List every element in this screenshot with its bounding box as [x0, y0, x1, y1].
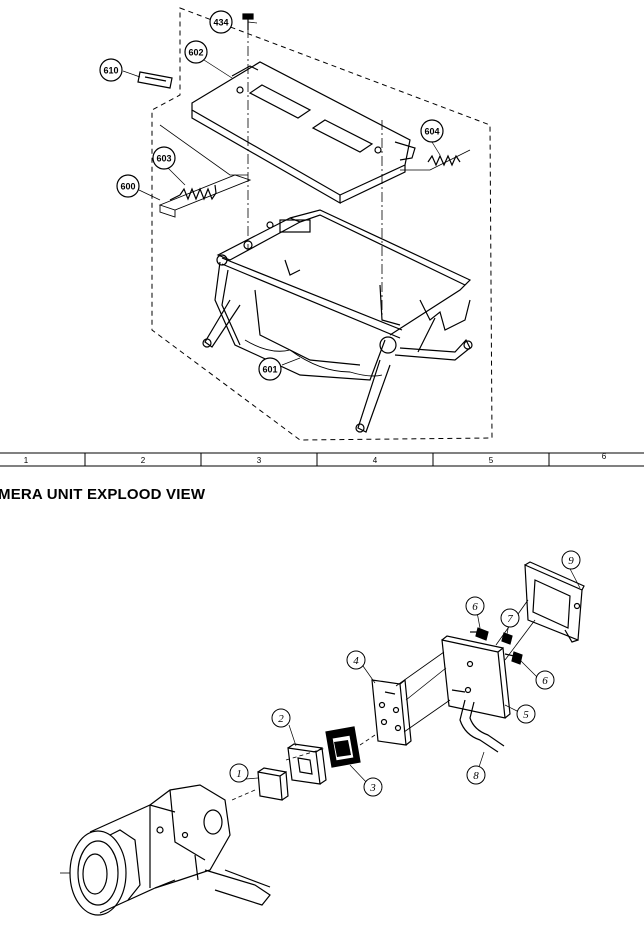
guide-line: [159, 124, 248, 176]
spring-604: [427, 154, 461, 167]
callout-434-label: 434: [213, 18, 228, 28]
callout-4-label: 4: [353, 655, 359, 667]
screw-6-lower: [504, 651, 523, 665]
column-label-3: 3: [257, 456, 262, 465]
lower-callouts: 1 2 3 4 5 6 6 7: [229, 550, 581, 797]
part-9-bracket: [524, 561, 585, 643]
callout-603: 603: [152, 146, 176, 170]
part-3-ccd: [325, 726, 361, 768]
part-4-plate: [371, 678, 412, 746]
part-8-ribbon: [459, 699, 505, 753]
callout-601: 601: [258, 357, 282, 381]
column-label-6: 6: [602, 452, 607, 461]
callout-604-label: 604: [424, 127, 439, 137]
callout-6-lower: 6: [535, 670, 555, 690]
callout-3-label: 3: [369, 782, 376, 794]
callout-610: 610: [99, 58, 123, 82]
callout-2-label: 2: [278, 713, 284, 725]
callout-600: 600: [116, 174, 140, 198]
callout-5: 5: [516, 704, 536, 724]
guide-line: [400, 149, 471, 171]
callout-7: 7: [500, 608, 520, 628]
assembly-boundary-dashed: [151, 7, 493, 441]
column-label-2: 2: [141, 456, 146, 465]
callout-434: 434: [209, 10, 233, 34]
column-label-1: 1: [24, 456, 29, 465]
screw-7: [501, 632, 513, 645]
callout-3: 3: [363, 777, 383, 797]
plate-610: [137, 71, 173, 89]
callout-1-label: 1: [236, 768, 242, 780]
callout-4: 4: [346, 650, 366, 670]
callout-603-label: 603: [156, 154, 171, 164]
callout-1: 1: [229, 763, 249, 783]
callout-6-lower-label: 6: [542, 675, 548, 687]
main-chassis: [202, 209, 473, 433]
callout-5-label: 5: [523, 709, 529, 721]
callout-602: 602: [184, 40, 208, 64]
lower-exploded-diagram: [60, 561, 585, 916]
callout-600-label: 600: [120, 182, 135, 192]
callout-602-label: 602: [188, 48, 203, 58]
callout-8-label: 8: [473, 770, 479, 782]
callout-601-label: 601: [262, 365, 277, 375]
upper-exploded-diagram: [122, 7, 493, 441]
callout-6-upper-label: 6: [472, 601, 478, 613]
callout-7-label: 7: [507, 613, 513, 625]
callout-9-label: 9: [568, 555, 574, 567]
callout-6-upper: 6: [465, 596, 485, 616]
spring-603: [169, 184, 217, 201]
grid-ruler-labels: 1 2 3 4 5 6: [24, 452, 607, 465]
callout-2: 2: [271, 708, 291, 728]
upper-callouts: 434 602 610 603 600 604 601: [99, 10, 444, 381]
part-2-holder: [287, 743, 327, 785]
column-label-5: 5: [489, 456, 494, 465]
screw-434: [242, 13, 254, 30]
grid-ruler: [0, 452, 644, 467]
frame-600: [158, 174, 252, 218]
callout-9: 9: [561, 550, 581, 570]
callout-8: 8: [466, 765, 486, 785]
screw-6-upper: [470, 627, 489, 641]
callout-604: 604: [420, 119, 444, 143]
lens-block: [60, 784, 271, 916]
part-5-board: [441, 635, 511, 719]
part-1-filter: [231, 767, 289, 801]
section-title: MERA UNIT EXPLOOD VIEW: [0, 486, 206, 503]
callout-610-label: 610: [103, 66, 118, 76]
top-plate: [191, 61, 416, 205]
column-label-4: 4: [373, 456, 378, 465]
